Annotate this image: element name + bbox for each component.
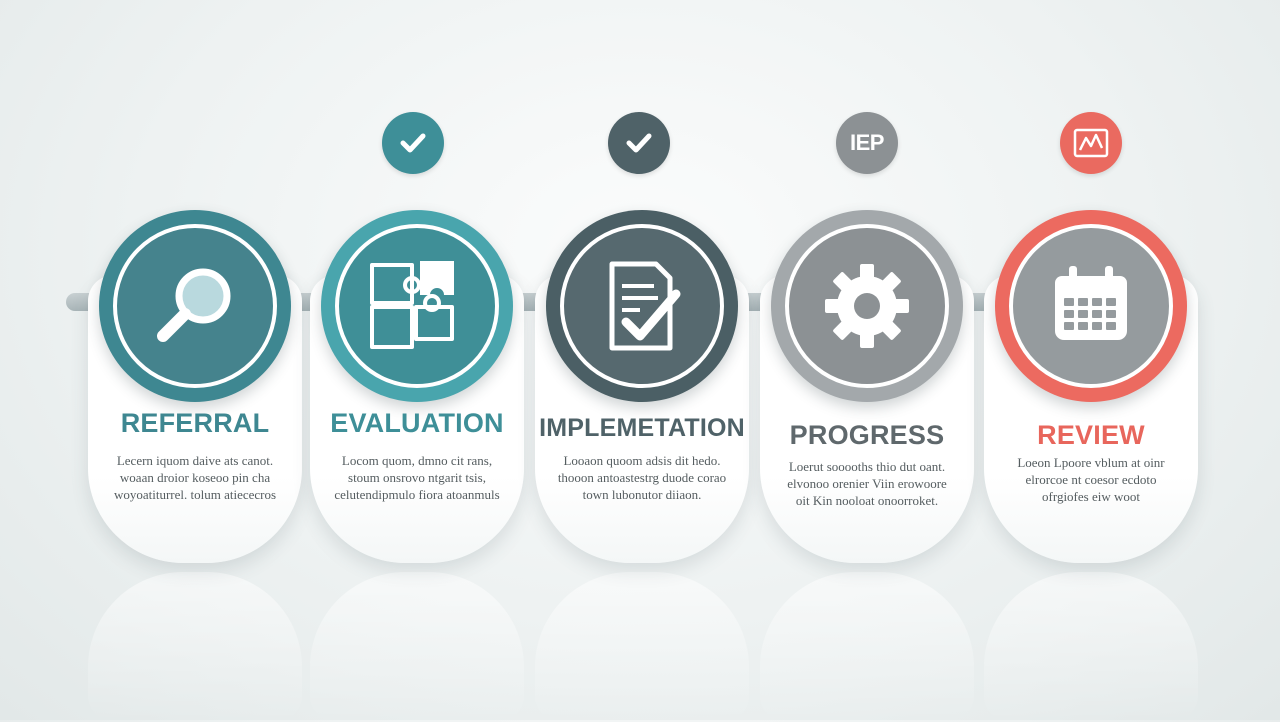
gear-icon [825, 264, 909, 348]
step-ring [99, 210, 291, 402]
document-check-icon [609, 261, 681, 351]
chart-icon [1073, 128, 1109, 158]
step-progress: IEP PROGRESS Loerut sooooths th [760, 0, 974, 722]
step-disc [785, 224, 949, 388]
checkmark-badge [382, 112, 444, 174]
step-title: IMPLEMETATION [539, 414, 745, 442]
checkmark-icon [400, 133, 426, 153]
step-disc [560, 224, 724, 388]
step-review: REVIEW Loeon Lpoore vblum at oinr elrorc… [984, 0, 1198, 722]
checkmark-badge [608, 112, 670, 174]
step-description: Lecern iquom daive ats canot. woaan droi… [113, 453, 277, 502]
card-reflection [984, 572, 1198, 722]
step-ring [321, 210, 513, 402]
step-implementation: IMPLEMETATION Looaon quoom adsis dit hed… [535, 0, 749, 722]
step-disc [335, 224, 499, 388]
step-description: Loeon Lpoore vblum at oinr elrorcoe nt c… [1017, 455, 1165, 504]
step-description: Locom quom, dmno cit rans, stoum onsrovo… [334, 453, 500, 502]
step-ring [771, 210, 963, 402]
step-description: Looaon quoom adsis dit hedo. thooon anto… [557, 453, 727, 502]
step-evaluation: EVALUATION Locom quom, dmno cit rans, st… [310, 0, 524, 722]
card-reflection [88, 572, 302, 722]
iep-icon: IEP [850, 130, 884, 155]
card-reflection [310, 572, 524, 722]
step-title: REFERRAL [120, 408, 270, 438]
calendar-icon [1055, 266, 1127, 340]
card-reflection [760, 572, 974, 722]
step-disc [113, 224, 277, 388]
magnifying-glass-icon [157, 268, 231, 342]
step-disc [1009, 224, 1173, 388]
iep-badge: IEP [836, 112, 898, 174]
step-title: EVALUATION [330, 408, 504, 438]
chart-badge [1060, 112, 1122, 174]
step-ring [546, 210, 738, 402]
step-title: PROGRESS [789, 420, 945, 450]
card-reflection [535, 572, 749, 722]
checkmark-icon [626, 133, 652, 153]
step-description: Loerut sooooths thio dut oant. elvonoo o… [787, 459, 947, 508]
puzzle-pieces-icon [370, 261, 454, 349]
step-title: REVIEW [1037, 420, 1145, 450]
step-ring [995, 210, 1187, 402]
step-referral: REFERRAL Lecern iquom daive ats canot. w… [88, 0, 302, 722]
